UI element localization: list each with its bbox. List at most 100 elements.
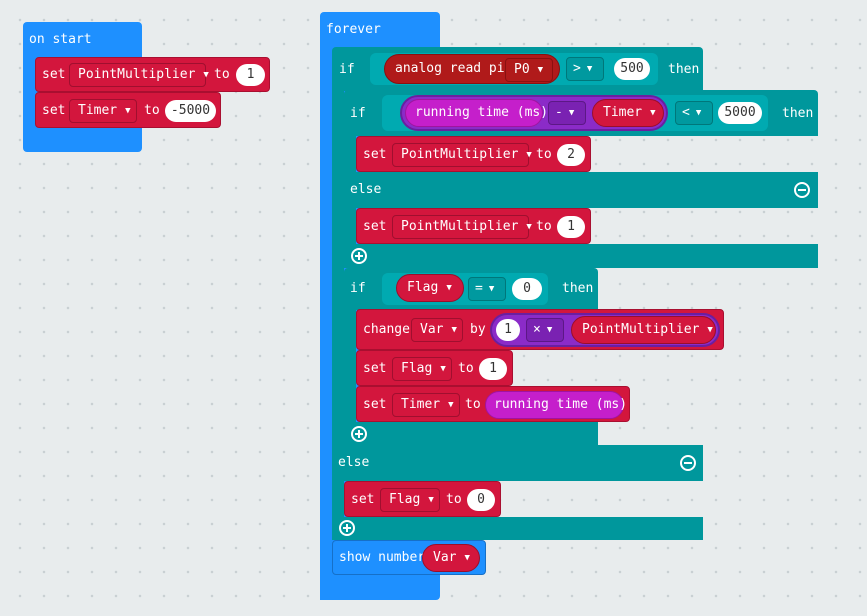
if-flag-footer [344,422,598,446]
value-input[interactable]: 2 [557,144,585,166]
remove-else-icon[interactable] [794,182,810,198]
running-time-reporter[interactable]: running time (ms) [485,391,628,419]
dropdown-arrow-icon: ▼ [448,400,454,410]
set-label: set [363,219,387,234]
subtract-operator-dropdown[interactable]: -▼ [548,101,586,125]
var-reporter[interactable]: Var▼ [422,544,480,572]
dropdown-arrow-icon: ▼ [428,495,434,505]
then-label: then [668,62,700,77]
change-var-block[interactable]: change Var▼ by 1 ×▼ PointMultiplier▼ [356,309,724,350]
variable-dropdown[interactable]: PointMultiplier▼ [392,143,532,167]
factor-input[interactable]: 1 [496,319,520,341]
variable-dropdown[interactable]: Flag▼ [380,488,440,512]
dropdown-arrow-icon: ▼ [695,108,702,118]
compare-operator-dropdown[interactable]: >▼ [566,57,604,81]
set-label: set [351,492,375,507]
on-start-label: on start [29,32,92,47]
set-flag-0-block[interactable]: set Flag▼ to 0 [344,481,501,517]
variable-dropdown[interactable]: PointMultiplier▼ [69,63,209,87]
dropdown-arrow-icon: ▼ [203,70,209,80]
to-label: to [536,147,552,162]
variable-dropdown[interactable]: Flag▼ [392,357,452,381]
if-timer-block[interactable]: if running time (ms) -▼ Timer▼ <▼ 5000 t… [344,90,818,136]
variable-dropdown[interactable]: Timer▼ [392,393,460,417]
set-label: set [42,103,66,118]
add-else-icon[interactable] [339,520,355,536]
dropdown-arrow-icon: ▼ [707,325,713,335]
threshold-input[interactable]: 5000 [718,102,762,124]
dropdown-arrow-icon: ▼ [125,106,131,116]
to-label: to [214,67,230,82]
remove-else-icon[interactable] [680,455,696,471]
threshold-input[interactable]: 500 [614,58,650,80]
set-label: set [363,361,387,376]
value-input[interactable]: -5000 [165,100,216,122]
if-flag-block[interactable]: if Flag▼ =▼ 0 then [344,268,598,310]
if-flag-spine [344,310,356,424]
set-label: set [42,67,66,82]
point-multiplier-reporter[interactable]: PointMultiplier▼ [571,316,716,344]
dropdown-arrow-icon: ▼ [440,364,446,374]
forever-spine [320,36,332,600]
set-timer-block[interactable]: set Timer▼ to -5000 [35,92,221,128]
value-input[interactable]: 0 [467,489,495,511]
multiply-reporter[interactable]: 1 ×▼ PointMultiplier▼ [490,313,720,347]
analog-read-label: analog read pin [395,61,513,76]
set-label: set [363,397,387,412]
to-label: to [465,397,481,412]
variable-dropdown[interactable]: Var▼ [411,318,463,342]
dropdown-arrow-icon: ▼ [586,64,593,74]
dropdown-arrow-icon: ▼ [464,553,470,563]
subtract-reporter[interactable]: running time (ms) -▼ Timer▼ [400,95,668,131]
variable-dropdown[interactable]: PointMultiplier▼ [392,215,532,239]
running-time-label: running time (ms) [415,105,549,120]
show-number-block[interactable]: show number Var▼ [332,540,486,575]
else-label: else [338,455,370,470]
analog-read-reporter[interactable]: analog read pin P0▼ [384,54,560,84]
variable-dropdown[interactable]: Timer▼ [69,99,137,123]
add-else-icon[interactable] [351,426,367,442]
set-point-multiplier-2-block[interactable]: set PointMultiplier▼ to 2 [356,136,591,172]
dropdown-arrow-icon: ▼ [546,325,553,335]
if-timer-footer [344,244,818,268]
then-label: then [562,281,594,296]
dropdown-arrow-icon: ▼ [451,325,457,335]
multiply-operator-dropdown[interactable]: ×▼ [526,318,564,342]
value-input[interactable]: 0 [512,278,542,300]
value-input[interactable]: 1 [557,216,585,238]
forever-label: forever [326,22,381,37]
value-input[interactable]: 1 [236,64,265,86]
dropdown-arrow-icon: ▼ [526,150,532,160]
running-time-label: running time (ms) [494,397,628,412]
else-spine [332,481,344,521]
else-bar: else [332,445,703,481]
if-label: if [350,281,366,296]
to-label: to [144,103,160,118]
set-point-multiplier-1-block[interactable]: set PointMultiplier▼ to 1 [356,208,591,244]
running-time-reporter[interactable]: running time (ms) [405,99,548,127]
else-bar: else [344,172,818,208]
pin-dropdown[interactable]: P0▼ [505,58,553,82]
add-else-icon[interactable] [351,248,367,264]
compare-operator-dropdown[interactable]: <▼ [675,101,713,125]
dropdown-arrow-icon: ▼ [446,283,452,293]
if-analog-spine [332,91,344,446]
set-flag-1-block[interactable]: set Flag▼ to 1 [356,350,513,386]
set-label: set [363,147,387,162]
value-input[interactable]: 1 [479,358,507,380]
timer-variable-reporter[interactable]: Timer▼ [592,99,664,127]
change-label: change [363,322,410,337]
to-label: to [458,361,474,376]
dropdown-arrow-icon: ▼ [537,65,544,75]
equals-operator-dropdown[interactable]: =▼ [468,277,506,301]
by-label: by [470,322,486,337]
if-label: if [339,62,355,77]
flag-variable-reporter[interactable]: Flag▼ [396,274,464,302]
if-analog-block[interactable]: if analog read pin P0▼ >▼ 500 then [332,47,703,91]
dropdown-arrow-icon: ▼ [568,108,575,118]
then-label: then [782,106,814,121]
dropdown-arrow-icon: ▼ [488,284,495,294]
set-timer-running-block[interactable]: set Timer▼ to running time (ms) [356,386,630,422]
set-point-multiplier-block[interactable]: set PointMultiplier▼ to 1 [35,57,270,92]
show-number-label: show number [339,550,426,565]
